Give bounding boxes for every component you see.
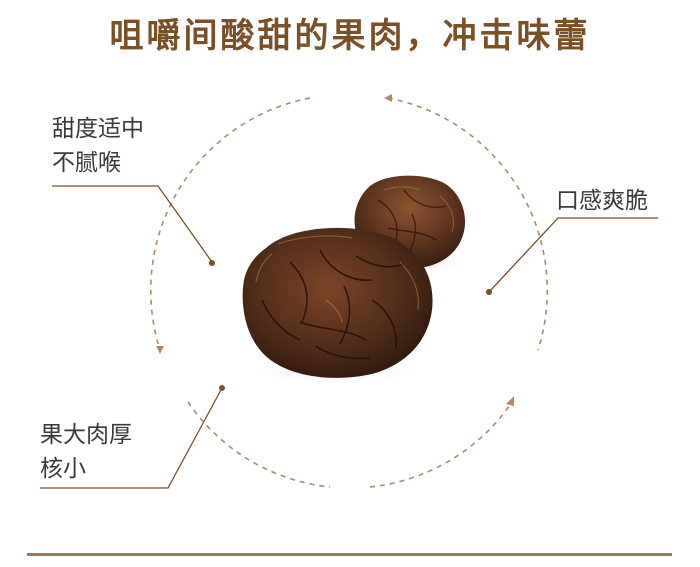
arrow-up-right [506,396,514,406]
bottom-divider [27,553,672,556]
arrow-left-top [384,94,392,102]
feature-label-texture: 口感爽脆 [556,184,648,218]
dashed-circle [149,97,549,488]
feature-label-line: 果大肉厚 [40,422,132,448]
feature-label-line: 核小 [40,456,86,482]
leader-top-right [486,217,658,295]
feature-label-size: 果大肉厚 核小 [40,418,132,486]
leader-top-left [52,185,215,266]
arc-upper-right [387,97,549,351]
arc-upper-left [149,97,311,351]
feature-label-line: 口感爽脆 [556,188,648,214]
feature-label-sweetness: 甜度适中 不腻喉 [52,112,144,180]
arrow-down-left [156,346,164,354]
arc-lower-left [187,401,331,488]
feature-label-line: 不腻喉 [52,150,121,176]
feature-label-line: 甜度适中 [52,116,144,142]
page-title: 咀嚼间酸甜的果肉，冲击味蕾 [109,16,591,56]
large-fruit [242,227,433,378]
arc-lower-right [369,401,513,488]
leader-bottom-left [40,385,225,489]
